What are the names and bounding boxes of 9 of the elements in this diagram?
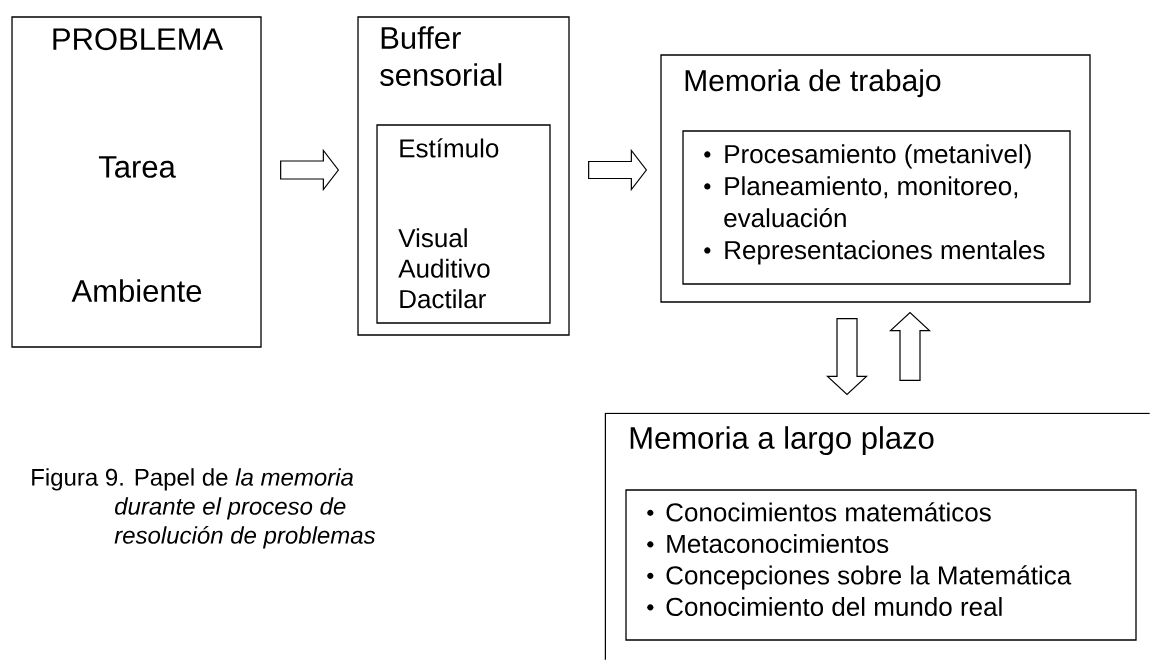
block-arrow xyxy=(280,148,340,192)
inner-box: Conocimientos matemáticos Metaconocimientos Concepciones sobre la Matemática Conocimiento del mundo real xyxy=(625,489,1137,641)
text-box: PROBLEMA Tarea Ambiente xyxy=(11,16,262,348)
inner-box: Procesamiento (metanivel) Planeamiento, monitoreo, evaluación Representaciones mentales xyxy=(682,130,1071,285)
block-arrow xyxy=(825,318,869,396)
block-arrow xyxy=(888,311,932,381)
block-arrow xyxy=(588,148,648,192)
caption: Figura 9. Papel de la memoria durante el proceso de resolución de problemas xyxy=(32,468,376,549)
inner-box: Estímulo Visual Auditivo Dactilar xyxy=(376,124,551,324)
